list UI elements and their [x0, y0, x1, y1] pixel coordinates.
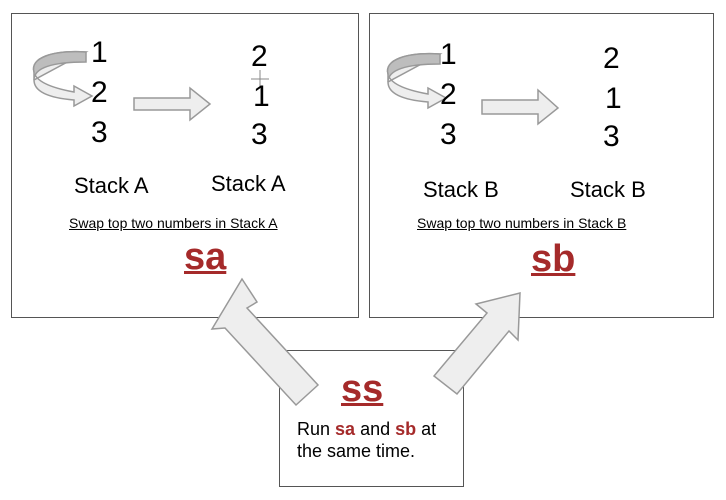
stack-a-before-item-2: 2	[91, 76, 108, 109]
ss-op-label: ss	[341, 368, 384, 410]
stack-a-before-label: Stack A	[74, 173, 149, 198]
ss-desc-run: Run	[297, 419, 336, 439]
sb-caption: Swap top two numbers in Stack B	[417, 215, 627, 231]
ss-desc-tail: at the same time.	[297, 419, 437, 461]
ss-description: Run sa and sb at the same time.	[297, 418, 462, 462]
panel-sa: 1 2 3 2 1 3 Stack A Stack A Swap top two…	[11, 13, 359, 318]
stack-a-before-item-3: 3	[91, 116, 108, 149]
stack-b-before-item-3: 3	[440, 118, 457, 151]
sa-caption: Swap top two numbers in Stack A	[69, 215, 278, 231]
stack-b-after-label: Stack B	[570, 177, 646, 202]
panel-sb: 1 2 3 2 1 3 Stack B Stack B Swap top two…	[369, 13, 714, 318]
ss-desc-and: and	[355, 419, 396, 439]
stack-b-before-item-2: 2	[440, 78, 457, 111]
stack-b-before-label: Stack B	[423, 177, 499, 202]
stack-a-after-item-1: 2	[251, 40, 268, 73]
stack-b-after-item-1: 2	[603, 42, 620, 75]
stack-a-after-item-3: 3	[251, 118, 268, 151]
ss-desc-sa: sa	[335, 419, 356, 439]
panel-ss: ss Run sa and sb at the same time.	[279, 350, 464, 487]
sb-op-label: sb	[531, 238, 576, 280]
stack-b-before-item-1: 1	[440, 38, 457, 71]
swap-curl-arrow-icon	[386, 52, 560, 126]
stack-b-after-item-3: 3	[603, 120, 620, 153]
stack-a-after-item-2: 1	[253, 80, 270, 113]
sa-op-label: sa	[184, 236, 227, 278]
stack-b-after-item-2: 1	[605, 82, 622, 115]
stack-a-after-label: Stack A	[211, 171, 286, 196]
stack-a-before-item-1: 1	[91, 36, 108, 69]
ss-desc-sb: sb	[395, 419, 417, 439]
swap-curl-arrow-icon	[32, 50, 269, 122]
